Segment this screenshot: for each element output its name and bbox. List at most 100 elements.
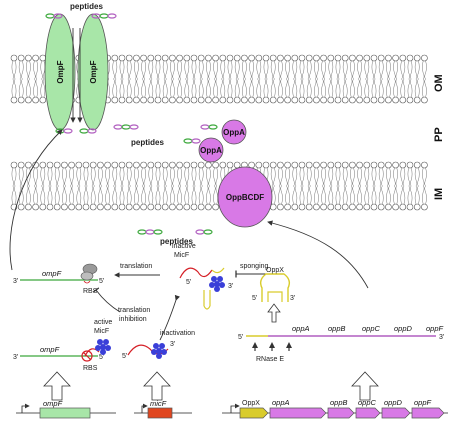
operon-gene-label-oppF: oppF: [414, 398, 432, 407]
lipid-tail: [273, 167, 276, 187]
lipid-head: [68, 161, 75, 169]
lipid-head: [313, 54, 320, 62]
lipid-head: [205, 96, 212, 104]
lipid-tail: [359, 167, 362, 187]
lipid-tail: [90, 185, 94, 205]
lipid-tail: [335, 78, 338, 98]
lipid-tail: [206, 78, 209, 98]
lipid-tail: [402, 167, 406, 187]
lipid-head: [334, 161, 342, 169]
lipid-tail: [215, 60, 218, 80]
lipid-tail: [335, 60, 338, 80]
lipid-head: [327, 203, 335, 211]
lipid-tail: [287, 167, 290, 187]
lipid-tail: [105, 167, 108, 187]
lipid-tail: [177, 78, 180, 98]
lipid-head: [349, 54, 356, 62]
lipid-tail: [114, 60, 118, 80]
lipid-head: [190, 54, 198, 62]
lipid-tail: [342, 185, 346, 205]
lipid-tail: [294, 78, 298, 98]
lipid-tail: [400, 185, 403, 205]
lipid-tail: [338, 60, 341, 80]
lipid-tail: [422, 78, 425, 98]
lipid-tail: [381, 167, 384, 187]
lipid-tail: [287, 78, 290, 98]
lipid-tail: [278, 60, 281, 80]
lipid-tail: [122, 185, 125, 205]
lipid-tail: [366, 185, 370, 205]
lipid-tail: [342, 78, 346, 98]
lipid-tail: [280, 185, 283, 205]
lipid-tail: [112, 167, 115, 187]
lipid-tail: [93, 167, 96, 187]
lipid-head: [183, 54, 191, 62]
lipid-head: [298, 96, 306, 104]
lipid-tail: [150, 60, 154, 80]
lipid-head: [147, 161, 155, 169]
lipid-tail: [18, 185, 22, 205]
ompf-mrna-top-label: ompF: [42, 269, 62, 278]
transl-inhib-line1: translation: [118, 307, 150, 314]
lipid-tail: [371, 167, 374, 187]
lipid-tail: [393, 167, 396, 187]
lipid-tail: [328, 78, 331, 98]
lipid-tail: [198, 78, 202, 98]
lipid-tail: [402, 185, 406, 205]
lipid-tail: [366, 78, 370, 98]
lipid-head: [125, 96, 133, 104]
lipid-head: [118, 96, 126, 104]
lipid-head: [291, 161, 299, 169]
lipid-head: [183, 203, 191, 211]
lipid-head: [10, 54, 18, 62]
lipid-head: [248, 54, 255, 62]
lipid-head: [255, 54, 263, 62]
lipid-head: [169, 161, 176, 169]
lipid-head: [89, 203, 97, 211]
micf-rna: [127, 343, 169, 359]
lipid-tail: [314, 60, 317, 80]
lipid-tail: [270, 78, 274, 98]
lipid-tail: [330, 185, 334, 205]
oppbcdf-label: OppBCDF: [226, 193, 264, 202]
lipid-tail: [14, 60, 17, 80]
lipid-head: [10, 96, 18, 104]
lipid-tail: [69, 185, 72, 205]
lipid-tail: [285, 78, 288, 98]
lipid-tail: [314, 78, 317, 98]
lipid-tail: [335, 185, 338, 205]
lipid-tail: [206, 185, 209, 205]
lipid-tail: [422, 167, 425, 187]
lipid-tail: [256, 60, 259, 80]
lipid-tail: [136, 167, 139, 187]
lipid-tail: [374, 78, 377, 98]
lipid-head: [248, 96, 255, 104]
ompf-porin-left: OmpF: [44, 13, 76, 131]
lipid-head: [154, 54, 162, 62]
lipid-head: [212, 54, 219, 62]
opp-to-membrane-arrow: [267, 220, 369, 289]
lipid-head: [147, 54, 155, 62]
lipid-tail: [158, 167, 161, 187]
lipid-tail: [342, 167, 346, 187]
lipid-head: [291, 96, 299, 104]
lipid-tail: [21, 78, 24, 98]
lipid-tail: [100, 167, 103, 187]
opp-mrna-gene-oppA: oppA: [292, 324, 310, 333]
lipid-tail: [407, 167, 410, 187]
lipid-tail: [417, 78, 420, 98]
lipid-tail: [215, 78, 218, 98]
lipid-tail: [143, 78, 146, 98]
lipid-tail: [141, 167, 144, 187]
lipid-tail: [198, 167, 202, 187]
lipid-tail: [330, 60, 334, 80]
lipid-tail: [28, 78, 31, 98]
lipid-tail: [371, 185, 374, 205]
lipid-head: [39, 161, 47, 169]
lipid-tail: [206, 167, 209, 187]
oppa-protein-lower: OppA: [198, 137, 224, 163]
lipid-tail: [299, 60, 302, 80]
peptides-label-periplasm: peptides: [131, 138, 164, 147]
lipid-tail: [227, 78, 230, 98]
